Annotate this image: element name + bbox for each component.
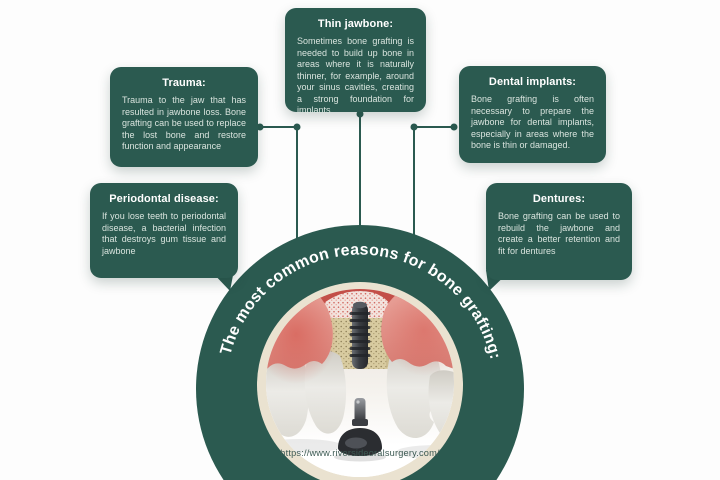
box-body-thin-jawbone: Sometimes bone grafting is needed to bui… xyxy=(297,36,414,116)
callout-box-periodontal-disease: Periodontal disease: If you lose teeth t… xyxy=(90,183,238,278)
callout-box-dentures: Dentures: Bone grafting can be used to r… xyxy=(486,183,632,280)
connector-lines xyxy=(259,114,455,245)
box-title-periodontal-disease: Periodontal disease: xyxy=(109,193,219,205)
box-body-dental-implants: Bone grafting is often necessary to prep… xyxy=(471,94,594,151)
connector-dots xyxy=(256,110,458,131)
box-body-dentures: Bone grafting can be used to rebuild the… xyxy=(498,211,620,256)
box-title-dentures: Dentures: xyxy=(532,193,586,205)
box-title-trauma: Trauma: xyxy=(162,77,206,89)
callout-box-thin-jawbone: Thin jawbone: Sometimes bone grafting is… xyxy=(285,8,426,115)
box-title-dental-implants: Dental implants: xyxy=(488,76,577,88)
box-body-periodontal-disease: If you lose teeth to periodontal disease… xyxy=(102,211,226,256)
box-body-trauma: Trauma to the jaw that has resulted in j… xyxy=(122,95,246,152)
callout-box-dental-implants: Dental implants: Bone grafting is often … xyxy=(459,66,606,163)
website-url[interactable]: https://www.riversideoralsurgery.com/ xyxy=(280,448,440,458)
callout-box-trauma: Trauma: Trauma to the jaw that has resul… xyxy=(110,67,258,167)
box-title-thin-jawbone: Thin jawbone: xyxy=(317,18,394,30)
